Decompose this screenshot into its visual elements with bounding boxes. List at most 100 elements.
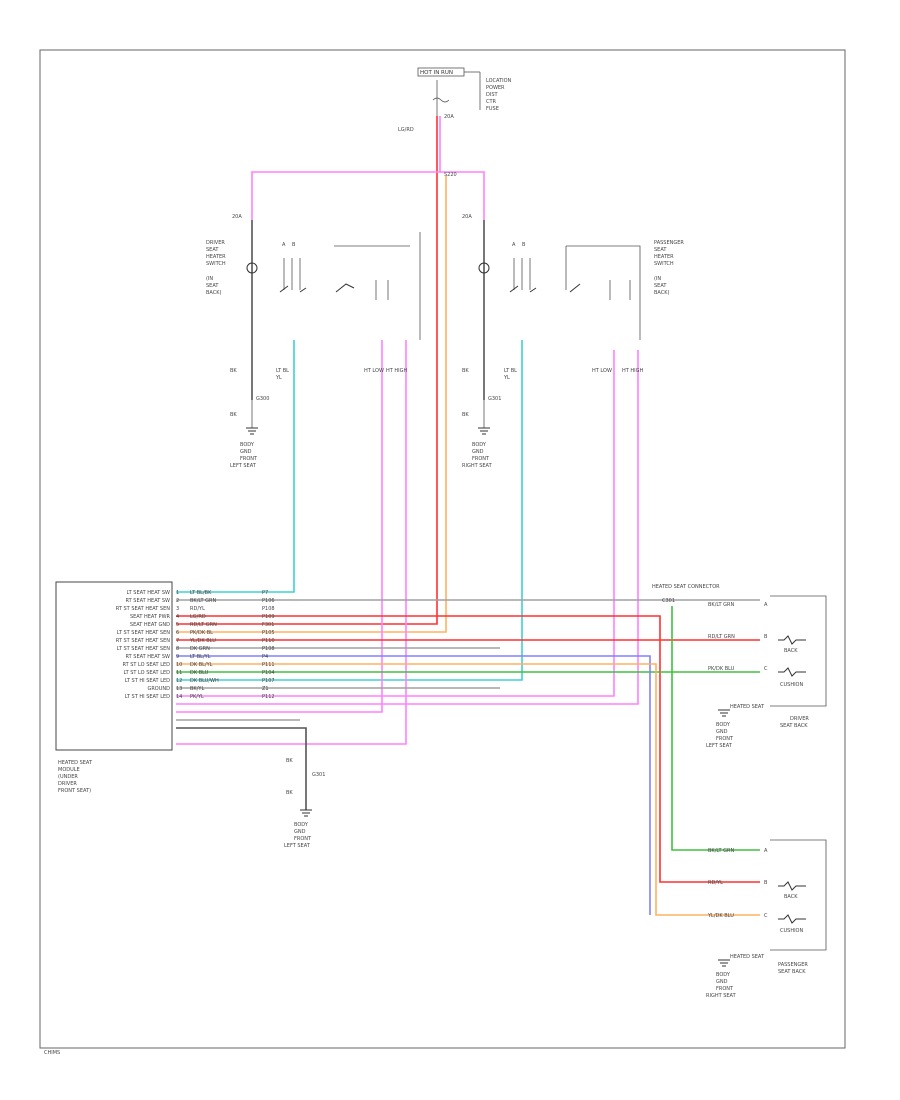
wire-orange-feed (176, 176, 447, 633)
driver-seat-heater-switch: 20A DRIVER SEAT HEATER SWITCH (IN SEAT B… (206, 214, 421, 469)
module-pin-name: RT ST SEAT HEAT SEN (116, 638, 171, 644)
pass-back-element-icon (778, 881, 806, 891)
module-gnd-wire: BK (286, 758, 293, 764)
driver-seat-ground-1: GND (716, 729, 728, 735)
driver-switch-contact-icon (279, 285, 307, 293)
module-pin-circuit: P110 (262, 638, 275, 644)
wire-pink-pass-2 (176, 350, 639, 705)
pass-pin-a: A (512, 242, 516, 248)
driver-ground-icon (246, 427, 258, 435)
driver-switch-label-2: HEATER (206, 254, 226, 260)
pass-seat-label-1: SEAT BACK (778, 969, 806, 975)
module-pin-number: 11 (176, 670, 182, 676)
driver-cushion-element-icon (778, 667, 806, 677)
module-pin-wire-color: LG/RD (190, 614, 206, 620)
wire-pink-pass-1 (176, 350, 615, 697)
pass-seat-label-0: PASSENGER (778, 962, 808, 968)
module-pin-number: 5 (176, 622, 179, 628)
driver-seat-ground-label: HEATED SEAT (730, 704, 765, 710)
pass-ground-0: BODY (472, 442, 487, 448)
module-label-2: (UNDER (58, 774, 78, 780)
module-pin-name: LT ST HI SEAT LED (125, 678, 170, 684)
module-pin-wire-color: PK/YL (190, 694, 204, 700)
top-fuse-label: 20A (444, 114, 454, 120)
driver-out2-label-1: HT HIGH (386, 368, 408, 374)
module-gnd-wire-2: BK (286, 790, 293, 796)
pass-seat-row-2-pin: C (764, 913, 768, 919)
driver-gnd-splice: G300 (256, 396, 269, 402)
top-note-2: DIST (486, 92, 498, 98)
top-note-3: CTR (486, 99, 497, 105)
driver-out-label-1: YL (275, 375, 282, 381)
module-pin-wire-color: RD/LT GRN (190, 622, 217, 628)
driver-seat-row-2-color: PK/DK BLU (708, 666, 735, 672)
module-pin-name: LT ST SEAT HEAT SEN (117, 646, 170, 652)
pass-switch-contact-icon (509, 285, 537, 293)
module-pin-number: 4 (176, 614, 179, 620)
module-label-4: FRONT SEAT) (58, 788, 91, 794)
wire-layer (176, 116, 760, 916)
driver-seat-ground-3: LEFT SEAT (706, 743, 733, 749)
driver-pin-a: A (282, 242, 286, 248)
driver-switch-label-1: SEAT (206, 247, 219, 253)
driver-switch-fuse: 20A (232, 214, 242, 220)
module-pin-name: RT ST SEAT HEAT SEN (116, 606, 171, 612)
module-pin-name: GROUND (147, 686, 170, 692)
module-pin-number: 9 (176, 654, 179, 660)
module-pin-wire-color: LT BL/YL (190, 654, 211, 660)
driver-seat-row-2-pin: C (764, 666, 768, 672)
module-pin-circuit: P7 (262, 590, 268, 596)
driver-seat-splice: C301 (662, 598, 675, 604)
pass-out-label-1: YL (503, 375, 510, 381)
pass-switch-sub-0: (IN (654, 276, 661, 282)
wire-red-pass (176, 615, 760, 883)
module-pin-circuit: Z1 (262, 686, 269, 692)
module-pin-number: 6 (176, 630, 179, 636)
pass-seat-ground-2: FRONT (716, 986, 734, 992)
driver-gnd-wire: BK (230, 368, 237, 374)
driver-seat-row-1-color: RD/LT GRN (708, 634, 735, 640)
driver-seat-elem-0: BACK (784, 648, 798, 654)
driver-out-label-0: LT BL (276, 368, 289, 374)
driver-seat-connector: HEATED SEAT CONNECTOR (652, 584, 720, 590)
pass-out2-label-1: HT HIGH (622, 368, 644, 374)
module-ground-0: BODY (294, 822, 309, 828)
driver-ground-1: GND (240, 449, 252, 455)
module-pin-wire-color: YL/DK BLU (189, 638, 216, 644)
module-ground-2: FRONT (294, 836, 312, 842)
driver-out2-label-0: HT LOW (364, 368, 384, 374)
pass-out2-label-0: HT LOW (592, 368, 612, 374)
top-note-0: LOCATION (486, 78, 512, 84)
module-pin-wire-color: DK BL/YL (190, 662, 213, 668)
pass-pin-b: B (522, 242, 526, 248)
pass-switch-label-0: PASSENGER (654, 240, 684, 246)
module-pin-number: 3 (176, 606, 179, 612)
pass-seat-ground-icon (718, 959, 730, 967)
pass-switch-sub-1: SEAT (654, 283, 667, 289)
module-pin-wire-color: DK GRN (190, 646, 210, 652)
module-pin-number: 7 (176, 638, 179, 644)
driver-seat-row-1-pin: B (764, 634, 768, 640)
module-pin-number: 10 (176, 662, 182, 668)
driver-seat-elem-1: CUSHION (780, 682, 803, 688)
module-label-1: MODULE (58, 767, 80, 773)
passenger-seat-heater-switch: 20A A B PASSENGER SEAT HEATER SWITCH (IN… (462, 214, 684, 469)
module-pin-number: 1 (176, 590, 179, 596)
driver-seat-ground-icon (718, 709, 730, 717)
driver-seat-row-0-color: BK/LT GRN (708, 602, 734, 608)
pass-ground-1: GND (472, 449, 484, 455)
pass-ground-icon (478, 427, 490, 435)
driver-seat-ground-0: BODY (716, 722, 731, 728)
module-label-3: DRIVER (58, 781, 77, 787)
wire-pink-driver-2 (176, 340, 407, 745)
module-ground-icon (300, 809, 312, 817)
module-ground-3: LEFT SEAT (284, 843, 311, 849)
driver-ground-0: BODY (240, 442, 255, 448)
pass-gnd-wire: BK (462, 368, 469, 374)
driver-seat-box (770, 595, 827, 707)
wire-pink-feed-right (440, 171, 485, 220)
module-pin-wire-color: BK/LT GRN (190, 598, 216, 604)
